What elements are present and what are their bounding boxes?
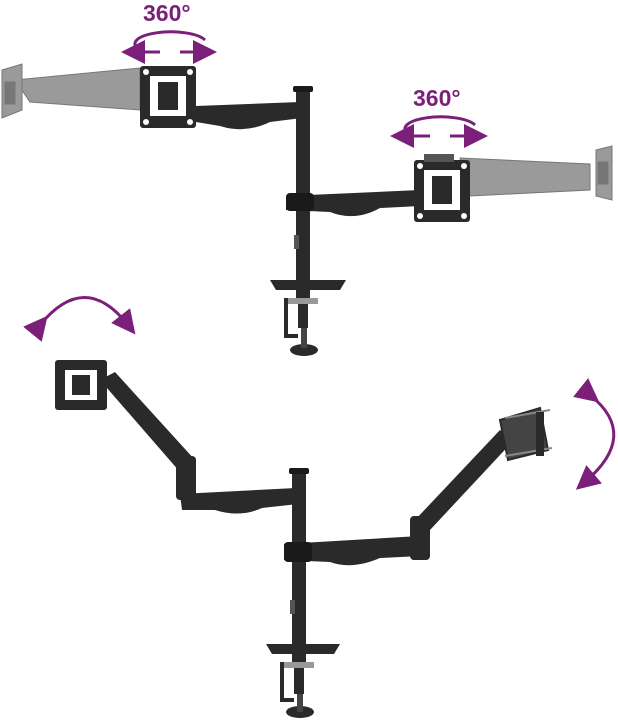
rotation-arrow-top bbox=[121, 30, 217, 64]
top-pole bbox=[296, 88, 310, 288]
ghost-right-monitor bbox=[459, 145, 613, 201]
swivel-arrow bbox=[573, 378, 616, 490]
rotation-label-right: 360° bbox=[413, 85, 461, 111]
bottom-mount-illustration bbox=[23, 296, 616, 718]
left-vesa-plate bbox=[140, 66, 196, 128]
ghost-left-monitor bbox=[1, 63, 141, 119]
bottom-right-lower-arm bbox=[284, 536, 420, 566]
left-arm bbox=[196, 102, 302, 130]
bottom-clamp bbox=[266, 644, 340, 718]
right-arm bbox=[286, 190, 420, 217]
top-clamp bbox=[270, 280, 346, 356]
bottom-left-gas-arm bbox=[100, 372, 195, 472]
tilt-arrow bbox=[23, 296, 136, 342]
rotation-arrow-right bbox=[390, 115, 488, 148]
right-vesa-plate bbox=[414, 154, 470, 222]
top-mount-illustration bbox=[1, 30, 613, 356]
bottom-left-lower-arm bbox=[180, 488, 298, 514]
bottom-left-vesa-plate bbox=[55, 360, 107, 410]
bottom-right-vesa-plate bbox=[498, 406, 553, 462]
rotation-label-top: 360° bbox=[143, 0, 191, 26]
bottom-right-gas-arm bbox=[415, 430, 514, 530]
